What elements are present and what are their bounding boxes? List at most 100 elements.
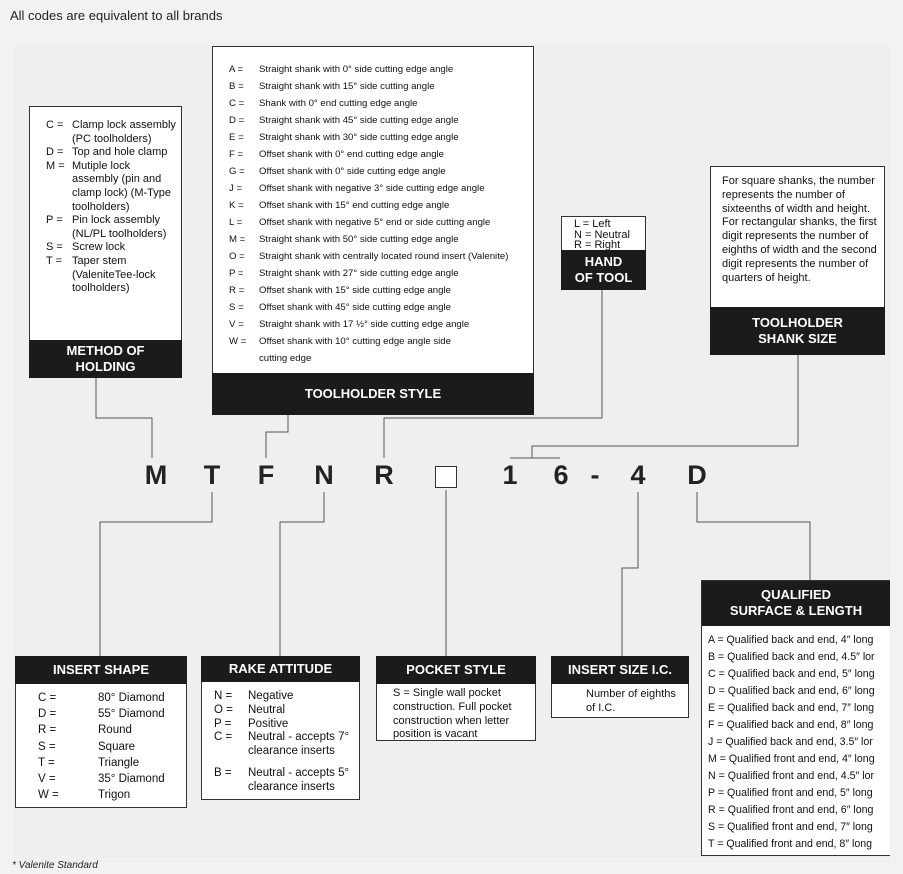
- list-item: C =80° Diamond: [38, 692, 165, 704]
- list-item: S =Square: [38, 740, 136, 753]
- list-item: T =Triangle: [38, 756, 140, 769]
- insert-shape-title: INSERT SHAPE: [15, 656, 187, 684]
- insert-size-box: INSERT SIZE I.C. Number of eighths of I.…: [551, 656, 689, 718]
- list-item: S =Offset shank with 45° side cutting ed…: [229, 302, 451, 313]
- pocket-style-box: POCKET STYLE S = Single wall pocket cons…: [376, 656, 536, 741]
- list-item: T =Taper stem (ValeniteTee-lock toolhold…: [46, 254, 156, 295]
- method-of-holding-box: C =Clamp lock assembly (PC toolholders) …: [29, 106, 182, 378]
- connector-hand: [383, 290, 603, 458]
- list-item: O =Straight shank with centrally located…: [229, 251, 509, 262]
- qualified-surface-box: QUALIFIED SURFACE & LENGTH A = Qualified…: [701, 580, 890, 856]
- pocket-style-title: POCKET STYLE: [376, 656, 536, 684]
- list-item: O =Neutral: [214, 703, 286, 716]
- list-item: K =Offset shank with 15° end cutting edg…: [229, 200, 450, 211]
- code-dash: -: [590, 460, 600, 490]
- code-digit-4: 4: [630, 460, 646, 490]
- shank-size-title: TOOLHOLDER SHANK SIZE: [710, 307, 885, 355]
- list-item: R = Qualified front and end, 6″ long: [708, 804, 874, 816]
- code-letter-f: F: [257, 460, 275, 490]
- list-item: V =Straight shank with 17 ½° side cuttin…: [229, 319, 470, 330]
- list-item: M =Mutiple lock assembly (pin and clamp …: [46, 159, 172, 213]
- page-heading: All codes are equivalent to all brands: [10, 8, 223, 23]
- code-digit-1: 1: [502, 460, 518, 490]
- list-item: G =Offset shank with 0° side cutting edg…: [229, 166, 446, 177]
- list-item: N = Neutral: [574, 228, 630, 241]
- list-item: C =Neutral - accepts 7° clearance insert…: [214, 731, 350, 758]
- list-item: M =Straight shank with 50° side cutting …: [229, 234, 459, 245]
- connector-size: [621, 492, 639, 656]
- hand-of-tool-list: L = Left N = Neutral R = Right: [574, 219, 630, 251]
- method-of-holding-title: METHOD OF HOLDING: [29, 340, 182, 378]
- pocket-style-text: S = Single wall pocket construction. Ful…: [393, 687, 512, 741]
- rake-attitude-list: N =Negative O =Neutral P =Positive C =Ne…: [214, 690, 356, 795]
- list-item: J =Offset shank with negative 3° side cu…: [229, 183, 485, 194]
- list-item: R =Round: [38, 724, 132, 737]
- list-item: B = Qualified back and end, 4.5″ lor: [708, 651, 875, 663]
- connector-holding: [95, 378, 153, 458]
- list-item: P =Pin lock assembly (NL/PL toolholders): [46, 214, 167, 240]
- list-item: D =Top and hole clamp: [46, 146, 168, 159]
- list-item: A =Straight shank with 0° side cutting e…: [229, 64, 454, 75]
- list-item: L = Left: [574, 218, 611, 230]
- list-item: B =Neutral - accepts 5° clearance insert…: [214, 766, 350, 793]
- shank-size-box: For square shanks, the number represents…: [710, 166, 885, 355]
- list-item: L =Offset shank with negative 5° end or …: [229, 217, 491, 228]
- connector-shank: [531, 355, 799, 458]
- qualified-surface-list: A = Qualified back and end, 4″ long B = …: [708, 632, 890, 853]
- list-item: D = Qualified back and end, 6″ long: [708, 685, 875, 697]
- list-item: D =Straight shank with 45° side cutting …: [229, 115, 459, 126]
- list-item: W =Offset shank with 10° cutting edge an…: [229, 336, 451, 364]
- code-letter-d: D: [687, 460, 707, 490]
- connector-shape: [99, 492, 213, 656]
- list-item: R =Offset shank with 15° side cutting ed…: [229, 285, 451, 296]
- list-item: M = Qualified front and end, 4″ long: [708, 753, 875, 765]
- insert-size-text: Number of eighths of I.C.: [586, 688, 676, 714]
- insert-shape-list: C =80° Diamond D =55° Diamond R =Round S…: [38, 690, 188, 803]
- list-item: P =Straight shank with 27° side cutting …: [229, 268, 459, 279]
- list-item: P = Qualified front and end, 5″ long: [708, 787, 873, 799]
- connector-style: [265, 415, 289, 458]
- toolholder-style-box: A =Straight shank with 0° side cutting e…: [212, 46, 534, 415]
- qualified-surface-title: QUALIFIED SURFACE & LENGTH: [702, 581, 890, 626]
- list-item: F = Qualified back and end, 8″ long: [708, 719, 874, 731]
- list-item: C =Shank with 0° end cutting edge angle: [229, 98, 418, 109]
- insert-size-title: INSERT SIZE I.C.: [551, 656, 689, 684]
- code-letter-m: M: [144, 460, 168, 490]
- list-item: P =Positive: [214, 717, 289, 730]
- code-letter-n: N: [314, 460, 334, 490]
- rake-attitude-box: RAKE ATTITUDE N =Negative O =Neutral P =…: [201, 656, 360, 800]
- list-item: F =Offset shank with 0° end cutting edge…: [229, 149, 444, 160]
- list-item: T = Qualified front and end, 8″ long: [708, 838, 873, 850]
- hand-of-tool-box: L = Left N = Neutral R = Right HAND OF T…: [561, 216, 646, 290]
- hand-of-tool-title: HAND OF TOOL: [561, 250, 646, 290]
- list-item: A = Qualified back and end, 4″ long: [708, 634, 874, 646]
- list-item: S = Qualified front and end, 7″ long: [708, 821, 873, 833]
- insert-shape-box: INSERT SHAPE C =80° Diamond D =55° Diamo…: [15, 656, 187, 808]
- list-item: N =Negative: [214, 690, 294, 702]
- list-item: V =35° Diamond: [38, 773, 165, 786]
- list-item: S =Screw lock: [46, 241, 126, 254]
- list-item: W =Trigon: [38, 789, 131, 802]
- toolholder-style-title: TOOLHOLDER STYLE: [212, 373, 534, 415]
- footnote: * Valenite Standard: [12, 860, 98, 871]
- list-item: C = Qualified back and end, 5″ long: [708, 668, 875, 680]
- list-item: C =Clamp lock assembly (PC toolholders): [46, 119, 176, 145]
- code-letter-t: T: [203, 460, 221, 490]
- shank-size-text: For square shanks, the number represents…: [722, 175, 877, 284]
- method-of-holding-list: C =Clamp lock assembly (PC toolholders) …: [46, 119, 176, 296]
- connector-qualified: [696, 492, 811, 580]
- list-item: E = Qualified back and end, 7″ long: [708, 702, 875, 714]
- list-item: J = Qualified back and end, 3.5″ lor: [708, 736, 873, 748]
- toolholder-style-list: A =Straight shank with 0° side cutting e…: [229, 61, 529, 367]
- code-letter-r: R: [374, 460, 394, 490]
- list-item: E =Straight shank with 30° side cutting …: [229, 132, 459, 143]
- rake-attitude-title: RAKE ATTITUDE: [201, 656, 360, 682]
- list-item: B =Straight shank with 15° side cutting …: [229, 81, 435, 92]
- list-item: D =55° Diamond: [38, 708, 165, 721]
- code-digit-6: 6: [553, 460, 569, 490]
- pocket-placeholder-box: [435, 466, 457, 488]
- list-item: N = Qualified front and end, 4.5″ lor: [708, 770, 874, 782]
- connector-rake: [279, 492, 325, 656]
- list-item: R = Right: [574, 239, 621, 252]
